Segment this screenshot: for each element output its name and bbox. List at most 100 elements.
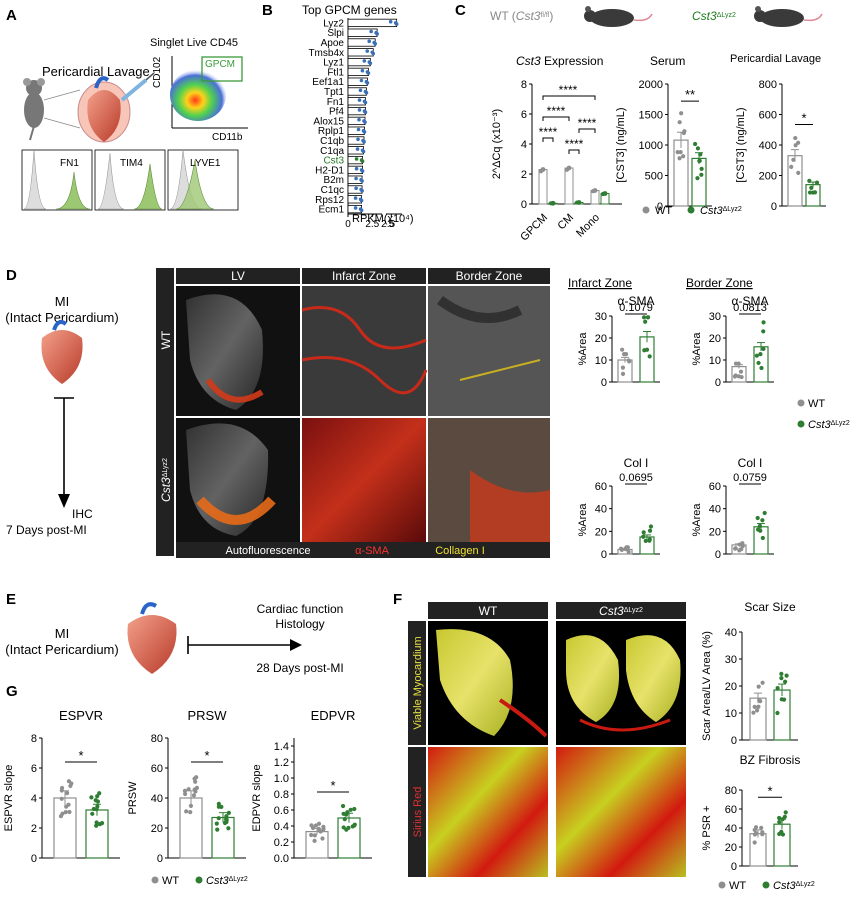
y-tick-label: 10: [709, 355, 721, 367]
legend-ko-label: Cst3ΔLyz2: [206, 875, 248, 887]
point-ko: [695, 146, 701, 151]
endpoint-cardiac-function: Cardiac function: [257, 602, 344, 616]
point-ko: [779, 675, 784, 681]
legend-wt-label: WT: [655, 205, 672, 217]
gene-label-alox15: Alox15: [313, 116, 344, 127]
point-eef1a1: [365, 81, 370, 85]
significance-label: ****: [565, 137, 584, 151]
y-tick-label: 0: [731, 861, 737, 873]
point-wt: [564, 167, 570, 172]
bar-wt: [787, 155, 803, 207]
y-tick-label: 40: [725, 823, 737, 835]
y-tick-label: 2000: [639, 79, 663, 91]
histogram-panels: FN1 TIM4 LYVE1: [21, 149, 239, 211]
point-ko: [783, 810, 788, 815]
point-ko: [760, 518, 765, 523]
panel-f: F WT Cst3ΔLyz2 Viable Myocardium Sirius …: [393, 591, 815, 892]
point-ko: [762, 510, 767, 516]
y-tick-label: 20: [595, 333, 607, 345]
row-label-sirius: Sirius Red: [412, 787, 424, 838]
chart-title: α-SMA: [732, 294, 769, 308]
y-tick-label: 1000: [639, 140, 663, 152]
significance-bracket: [568, 149, 580, 154]
x-tick-label: 2.5: [365, 219, 379, 230]
panel-c: C WT (Cst3fl/fl) Cst3ΔLyz2 Cst3 Expressi…: [455, 2, 826, 243]
point-wt: [758, 699, 763, 704]
point-ecm1: [359, 208, 364, 213]
point-ko: [693, 141, 698, 147]
point-wt: [66, 802, 71, 807]
p-value-label: 0.0759: [733, 472, 767, 484]
ko-genotype-label: Cst3ΔLyz2: [692, 9, 736, 23]
point-wt: [60, 811, 65, 816]
gene-label-h2-d1: H2-D1: [315, 165, 344, 176]
flow-cytometry-plot: GPCM CD102 CD11b: [152, 56, 248, 143]
point-ko: [777, 831, 782, 837]
point-c1qa: [361, 149, 366, 154]
point-ko: [699, 172, 704, 177]
point-ko: [779, 671, 784, 676]
point-ko: [810, 190, 816, 195]
point-ko: [215, 827, 220, 832]
point-wt: [623, 352, 629, 357]
point-ko: [89, 795, 94, 800]
mouse-icon: [584, 6, 653, 27]
legend-ko-label: Cst3ΔLyz2: [700, 205, 742, 217]
chart-title: PRSW: [188, 708, 228, 723]
p-value-label: 0.1079: [619, 302, 653, 314]
point-ecm1: [353, 206, 358, 210]
point-ko: [647, 537, 652, 542]
point-ko: [783, 679, 788, 684]
panel-b-xlabel: RPKM(x10⁴): [352, 213, 414, 225]
point-wt: [188, 810, 193, 815]
point-ko: [755, 527, 761, 532]
point-ko: [99, 821, 105, 826]
bar-wt: [538, 169, 548, 205]
point-ko: [643, 319, 648, 324]
panel-e: E MI (Intact Pericardium) Cardiac functi…: [5, 591, 343, 675]
point-wt: [740, 543, 745, 549]
y-tick-label: 0.8: [274, 789, 289, 801]
point-wt: [312, 838, 317, 843]
significance-label: *: [204, 748, 209, 763]
bar-wt: [564, 167, 574, 205]
panel-d-legend: WT Cst3ΔLyz2: [797, 398, 850, 431]
bar-lyz1: [347, 57, 371, 67]
pericardial-lavage-title: Pericardial Lavage: [42, 64, 150, 79]
bar-apoe: [347, 38, 376, 47]
y-tick-label: 20: [151, 823, 163, 835]
point-wt: [796, 170, 801, 175]
bar-wt: [749, 697, 767, 741]
point-wt: [320, 836, 325, 841]
mi-sub-e: (Intact Pericardium): [5, 642, 118, 657]
point-ko: [342, 817, 347, 822]
point-ko: [219, 804, 224, 809]
gene-label-slpi: Slpi: [327, 28, 344, 39]
significance-label: ****: [578, 116, 597, 130]
gene-label-apoe: Apoe: [321, 38, 345, 49]
y-tick-label: 0: [771, 201, 777, 213]
heart-illustration-a: [77, 76, 131, 143]
point-wt: [677, 120, 682, 125]
point-wt: [793, 135, 798, 141]
heart-illustration-e: [127, 602, 177, 674]
point-apoe: [367, 39, 372, 44]
y-tick-label: 2: [31, 823, 37, 835]
point-wt: [313, 823, 318, 828]
micrograph-ko-infarct: [302, 418, 426, 542]
significance-label: *: [767, 783, 772, 798]
y-tick-label: 40: [151, 793, 163, 805]
y-tick-label: 0: [657, 201, 663, 213]
point-wt: [68, 783, 73, 789]
panel-letter-d: D: [6, 267, 17, 284]
point-ko: [340, 803, 346, 809]
y-tick-label: 0.6: [274, 805, 289, 817]
chart-title: BZ Fibrosis: [740, 753, 801, 767]
point-ko: [574, 200, 580, 205]
y-tick-label: 0: [715, 549, 721, 561]
wt-mouse-header: WT (Cst3fl/fl): [490, 6, 653, 27]
y-tick-label: 20: [725, 842, 737, 854]
point-ko: [90, 811, 95, 816]
col-header-wt-f: WT: [479, 604, 498, 618]
